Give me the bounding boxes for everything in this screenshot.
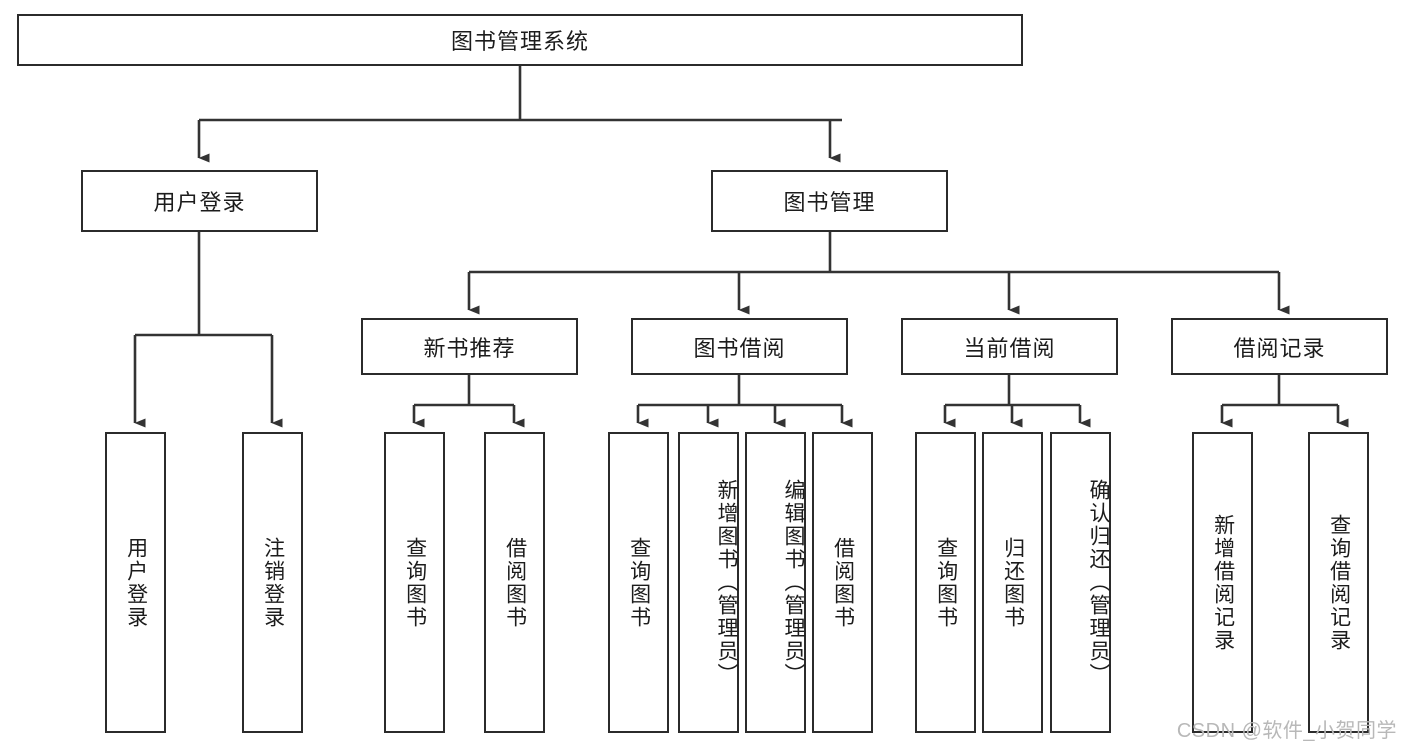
node-current-borrow[interactable]: 当前借阅 [901,318,1118,375]
node-new-book-recommend[interactable]: 新书推荐 [361,318,578,375]
node-leaf-query-book-recommend[interactable]: 查询图书 [384,432,445,733]
node-label: 借阅图书 [503,536,527,629]
node-leaf-query-borrow-record[interactable]: 查询借阅记录 [1308,432,1369,733]
node-leaf-add-book-admin[interactable]: 新增图书（管理员） [678,432,739,733]
node-label: 用户登录 [124,536,148,629]
node-leaf-borrow-book-recommend[interactable]: 借阅图书 [484,432,545,733]
node-leaf-query-book-borrow[interactable]: 查询图书 [608,432,669,733]
node-label: 用户登录 [153,190,246,215]
node-label: 新书推荐 [423,335,516,361]
node-book-management[interactable]: 图书管理 [711,170,948,232]
node-label: 图书管理 [783,190,876,215]
node-user-login[interactable]: 用户登录 [81,170,318,232]
node-leaf-confirm-return-admin[interactable]: 确认归还（管理员） [1050,432,1111,733]
node-label: 确认归还（管理员） [1087,479,1110,686]
node-leaf-edit-book-admin[interactable]: 编辑图书（管理员） [745,432,806,733]
node-label: 归还图书 [1001,536,1025,629]
node-leaf-add-borrow-record[interactable]: 新增借阅记录 [1192,432,1253,733]
edges-book-mgmt-to-level3 [467,232,1290,315]
node-label: 编辑图书（管理员） [782,479,805,686]
node-label: 查询图书 [627,536,651,629]
edges-current-borrow-to-leaves [943,375,1091,428]
node-leaf-user-logout[interactable]: 注销登录 [242,432,303,733]
edges-borrow-record-to-leaves [1220,375,1349,428]
node-label: 查询借阅记录 [1327,513,1351,652]
node-label: 新增借阅记录 [1211,513,1235,652]
node-label: 借阅图书 [831,536,855,629]
node-label: 查询图书 [403,536,427,629]
node-leaf-query-book-current[interactable]: 查询图书 [915,432,976,733]
node-borrow-record[interactable]: 借阅记录 [1171,318,1388,375]
node-label: 借阅记录 [1233,335,1326,361]
edges-new-book-to-leaves [412,375,525,428]
node-leaf-user-login[interactable]: 用户登录 [105,432,166,733]
node-label: 注销登录 [261,536,285,629]
node-leaf-borrow-book[interactable]: 借阅图书 [812,432,873,733]
node-label: 图书管理系统 [450,29,589,54]
edges-root-to-level2 [197,66,842,163]
edges-book-borrow-to-leaves [636,375,853,428]
node-book-borrow[interactable]: 图书借阅 [631,318,848,375]
node-label: 图书借阅 [693,335,786,361]
node-label: 查询图书 [934,536,958,629]
node-root-system[interactable]: 图书管理系统 [17,14,1023,66]
node-leaf-return-book[interactable]: 归还图书 [982,432,1043,733]
node-label: 当前借阅 [963,335,1056,361]
edges-user-login-to-leaves [133,232,283,428]
node-label: 新增图书（管理员） [715,479,738,686]
